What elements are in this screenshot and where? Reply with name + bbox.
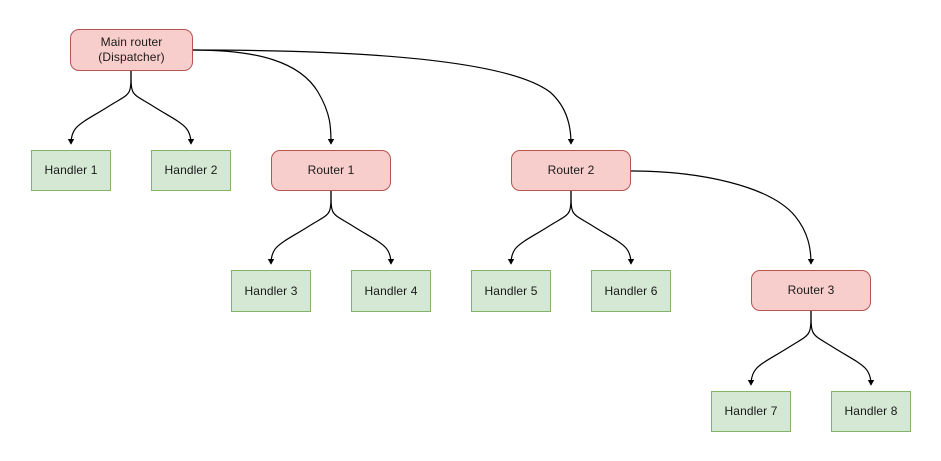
node-main-router[interactable]: Main router (Dispatcher)	[70, 29, 193, 71]
node-handler-2[interactable]: Handler 2	[151, 150, 231, 191]
node-label: Handler 8	[844, 404, 898, 418]
node-handler-7[interactable]: Handler 7	[711, 391, 791, 432]
node-label: Router 1	[307, 163, 355, 177]
edge-router-3-to-handler-8	[810, 310, 875, 386]
node-handler-1[interactable]: Handler 1	[31, 150, 111, 191]
node-handler-5[interactable]: Handler 5	[471, 270, 551, 312]
node-label: Handler 3	[244, 283, 298, 298]
node-label: Handler 7	[724, 404, 778, 418]
edge-router-2-to-router-3	[630, 170, 815, 265]
edge-main-router-to-router-2	[192, 49, 575, 145]
node-handler-4[interactable]: Handler 4	[351, 270, 431, 312]
edge-main-router-to-router-1	[192, 49, 335, 145]
node-label: Handler 5	[484, 283, 538, 298]
edge-router-3-to-handler-7	[747, 310, 812, 386]
edge-main-router-to-handler-1	[67, 70, 132, 145]
edge-main-router-to-handler-2	[130, 70, 195, 145]
node-handler-8[interactable]: Handler 8	[831, 391, 911, 432]
node-router-2[interactable]: Router 2	[511, 150, 631, 191]
edge-router-1-to-handler-3	[267, 190, 332, 265]
edge-router-2-to-handler-6	[570, 190, 635, 265]
node-label: Router 3	[787, 283, 835, 297]
node-label: Handler 1	[44, 163, 98, 177]
node-router-1[interactable]: Router 1	[271, 150, 391, 191]
node-router-3[interactable]: Router 3	[751, 270, 871, 311]
node-handler-6[interactable]: Handler 6	[591, 270, 671, 312]
node-handler-3[interactable]: Handler 3	[231, 270, 311, 312]
node-label: Handler 4	[364, 283, 418, 298]
edge-router-2-to-handler-5	[507, 190, 572, 265]
edge-router-1-to-handler-4	[330, 190, 395, 265]
edge-group	[67, 49, 875, 386]
node-label: Main router (Dispatcher)	[98, 35, 165, 64]
node-label: Router 2	[547, 163, 595, 177]
node-label: Handler 2	[164, 163, 218, 177]
node-label: Handler 6	[604, 283, 658, 298]
